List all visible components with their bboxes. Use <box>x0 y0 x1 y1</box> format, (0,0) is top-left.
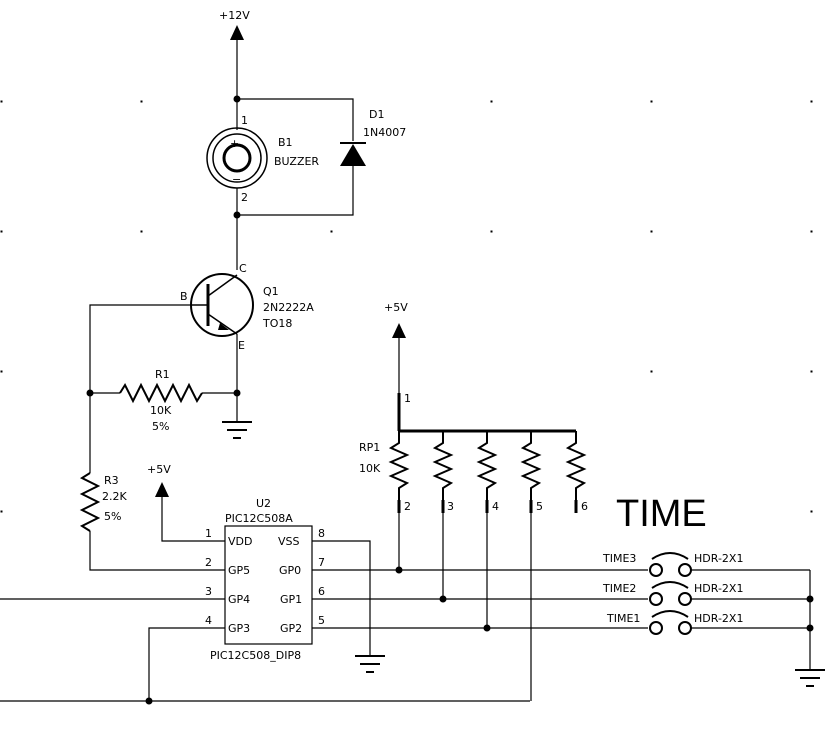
u2-pin6-name: GP1 <box>280 593 302 606</box>
rp1-drop-wires <box>398 513 532 701</box>
header-time1-ref: TIME1 <box>606 612 640 625</box>
u2-pin3-name: GP4 <box>228 593 250 606</box>
rp1-pin2-label: 2 <box>404 500 411 513</box>
q1-ref-label: Q1 <box>263 285 279 298</box>
junction-gp3 <box>145 697 153 705</box>
rp1-pin1-label: 1 <box>404 392 411 405</box>
q1-base-label: B <box>180 290 188 303</box>
buzzer-ref-label: B1 <box>278 136 293 149</box>
diode-value-label: 1N4007 <box>363 126 406 139</box>
r1-value-label: 10K <box>150 404 172 417</box>
header-time1: TIME1 HDR-2X1 <box>606 610 810 635</box>
supply-5v-u2-label: +5V <box>147 463 171 476</box>
buzzer-b1: + − 1 2 B1 BUZZER <box>206 114 319 215</box>
r3-value-label: 2.2K <box>102 490 127 503</box>
q1-package-label: TO18 <box>262 317 292 330</box>
rp1-value-label: 10K <box>359 462 381 475</box>
supply-5v-u2: +5V <box>147 463 225 542</box>
u2-left-wires <box>0 598 530 702</box>
header-time2-ref: TIME2 <box>602 582 636 595</box>
u2-right-wires <box>312 569 648 629</box>
q1-value-label: 2N2222A <box>263 301 314 314</box>
r3-tol-label: 5% <box>104 510 121 523</box>
u2-pin4-name: GP3 <box>228 622 250 635</box>
ground-headers <box>795 570 825 687</box>
buzzer-plus-label: + <box>230 137 239 150</box>
supply-12v-label: +12V <box>219 9 250 22</box>
u2-pin6-num: 6 <box>318 585 325 598</box>
u2-pin1-name: VDD <box>228 535 252 548</box>
u2-pin7-num: 7 <box>318 556 325 569</box>
diode-ref-label: D1 <box>369 108 384 121</box>
header-time2: TIME2 HDR-2X1 <box>602 581 810 606</box>
header-time1-value: HDR-2X1 <box>694 612 743 625</box>
u2-pin8-num: 8 <box>318 527 325 540</box>
u2-pin2-name: GP5 <box>228 564 250 577</box>
ground-u2 <box>312 540 385 673</box>
u2-pin1-num: 1 <box>205 527 212 540</box>
u2-footprint-label: PIC12C508_DIP8 <box>210 649 301 662</box>
buzzer-value-label: BUZZER <box>274 155 319 168</box>
rp1-pin4-label: 4 <box>492 500 499 513</box>
header-time2-value: HDR-2X1 <box>694 582 743 595</box>
u2-pin5-num: 5 <box>318 614 325 627</box>
q1-collector-label: C <box>239 262 247 275</box>
rp1-pin3-label: 3 <box>447 500 454 513</box>
buzzer-minus-label: − <box>232 173 241 186</box>
rp1-ref-label: RP1 <box>359 441 380 454</box>
buzzer-pin1-label: 1 <box>241 114 248 127</box>
wire-base-net <box>89 304 191 473</box>
r1-ref-label: R1 <box>155 368 170 381</box>
u2-pin2-num: 2 <box>205 556 212 569</box>
header-time3-ref: TIME3 <box>602 552 636 565</box>
resistor-r1: R1 10K 5% <box>90 368 237 433</box>
resistor-r3: R3 2.2K 5% <box>79 472 225 571</box>
supply-12v: +12V <box>219 9 250 130</box>
header-time3: TIME3 HDR-2X1 <box>602 552 810 577</box>
u2-ref-label: U2 <box>256 497 271 510</box>
u2-pin3-num: 3 <box>205 585 212 598</box>
r1-tol-label: 5% <box>152 420 169 433</box>
supply-5v-rp1-label: +5V <box>384 301 408 314</box>
u2-pin5-name: GP2 <box>280 622 302 635</box>
rp1-pin5-label: 5 <box>536 500 543 513</box>
grid-dots <box>0 100 813 513</box>
junctions-mid <box>86 389 241 397</box>
resistor-network-rp1: 1 RP1 10K 2 3 4 5 6 <box>359 392 588 513</box>
ground-q1 <box>222 393 252 439</box>
diode-d1: D1 1N4007 <box>237 98 406 216</box>
ic-u2: U2 PIC12C508A PIC12C508_DIP8 1 VDD 2 GP5… <box>205 497 325 662</box>
header-time3-value: HDR-2X1 <box>694 552 743 565</box>
supply-5v-rp1: +5V <box>384 301 408 431</box>
junctions-rp1 <box>395 566 491 632</box>
u2-value-label: PIC12C508A <box>225 512 293 525</box>
u2-pin4-num: 4 <box>205 614 212 627</box>
u2-pin7-name: GP0 <box>279 564 301 577</box>
u2-pin8-name: VSS <box>278 535 300 548</box>
buzzer-pin2-label: 2 <box>241 191 248 204</box>
transistor-q1: C B E Q1 2N2222A TO18 <box>180 215 314 393</box>
rp1-pin6-label: 6 <box>581 500 588 513</box>
q1-emitter-label: E <box>238 339 245 352</box>
time-title: TIME <box>616 493 707 535</box>
r3-ref-label: R3 <box>104 474 119 487</box>
